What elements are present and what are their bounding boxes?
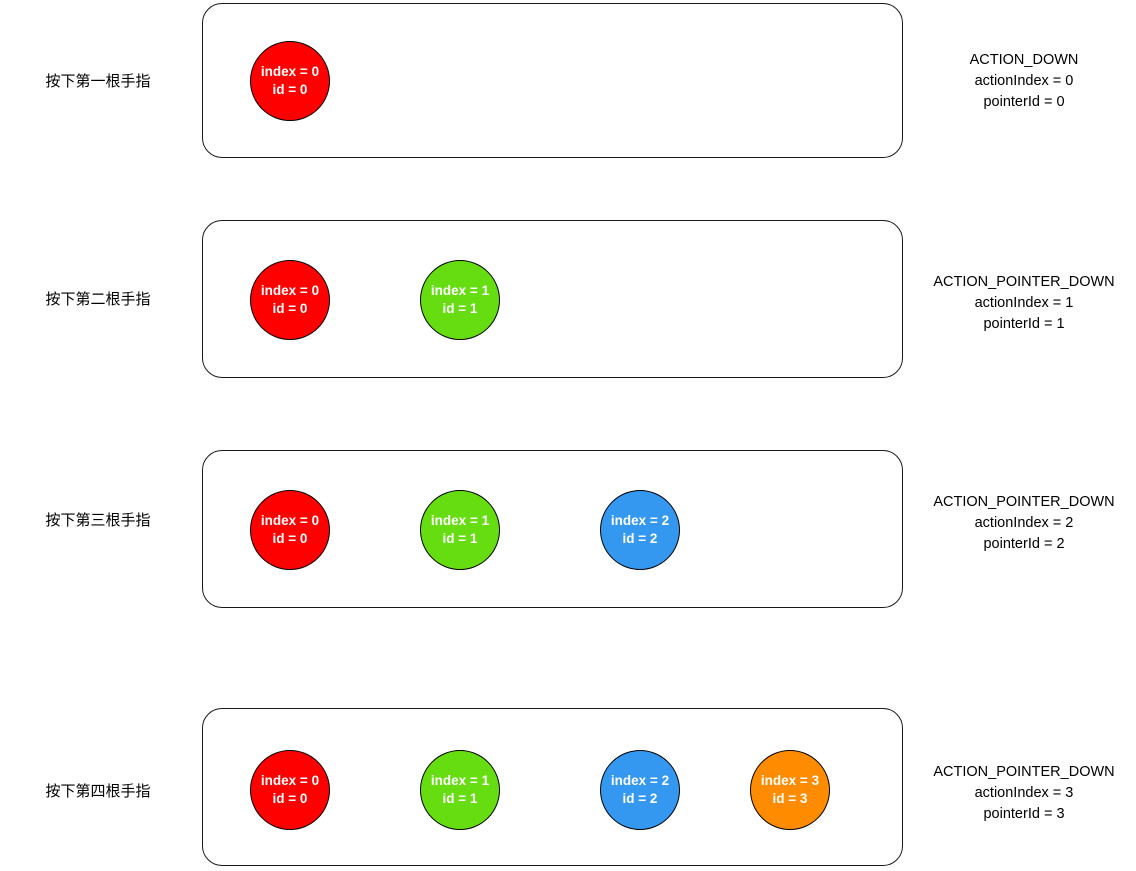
event-action-index: actionIndex = 0	[974, 73, 1074, 90]
pointer-index-label: index = 1	[430, 282, 490, 298]
event-action-name: ACTION_POINTER_DOWN	[933, 494, 1115, 510]
pointer-index-label: index = 0	[260, 772, 320, 788]
pointer-index-label: index = 3	[760, 772, 820, 788]
pointer-index-label: index = 0	[260, 63, 320, 79]
pointer-circle[interactable]: index = 0 id = 0	[250, 41, 330, 121]
pointer-circle[interactable]: index = 0 id = 0	[250, 490, 330, 570]
pointer-circle[interactable]: index = 1 id = 1	[420, 260, 500, 340]
pointer-id-label: id = 0	[272, 301, 308, 316]
pointer-id-label: id = 1	[442, 531, 478, 546]
event-action-name: ACTION_DOWN	[969, 52, 1079, 68]
row-caption: 按下第二根手指	[45, 291, 151, 308]
event-pointer-id: pointerId = 2	[983, 536, 1065, 553]
pointer-circle[interactable]: index = 2 id = 2	[600, 490, 680, 570]
event-annotation: ACTION_POINTER_DOWN actionIndex = 3 pointe…	[912, 762, 1136, 825]
pointer-index-label: index = 0	[260, 512, 320, 528]
event-annotation: ACTION_DOWN actionIndex = 0 pointerId = 0	[912, 50, 1136, 113]
row-caption: 按下第三根手指	[45, 512, 151, 529]
event-action-index: actionIndex = 2	[974, 515, 1074, 532]
pointer-circle[interactable]: index = 2 id = 2	[600, 750, 680, 830]
event-pointer-id: pointerId = 1	[983, 316, 1065, 333]
pointer-circle[interactable]: index = 1 id = 1	[420, 490, 500, 570]
event-annotation: ACTION_POINTER_DOWN actionIndex = 1 pointe…	[912, 272, 1136, 335]
pointer-id-label: id = 1	[442, 301, 478, 316]
pointer-id-label: id = 2	[622, 791, 658, 806]
pointer-index-label: index = 0	[260, 282, 320, 298]
event-pointer-id: pointerId = 0	[983, 94, 1065, 111]
pointer-id-label: id = 1	[442, 791, 478, 806]
pointer-id-label: id = 3	[772, 791, 808, 806]
row-caption: 按下第一根手指	[45, 73, 151, 90]
pointer-index-label: index = 1	[430, 772, 490, 788]
pointer-circle[interactable]: index = 1 id = 1	[420, 750, 500, 830]
pointer-id-label: id = 2	[622, 531, 658, 546]
pointer-index-label: index = 2	[610, 512, 670, 528]
event-action-index: actionIndex = 3	[974, 785, 1074, 802]
event-pointer-id: pointerId = 3	[983, 806, 1065, 823]
event-action-index: actionIndex = 1	[974, 295, 1074, 312]
row-caption: 按下第四根手指	[45, 783, 151, 800]
pointer-circle[interactable]: index = 0 id = 0	[250, 750, 330, 830]
pointer-index-label: index = 2	[610, 772, 670, 788]
pointer-circle[interactable]: index = 0 id = 0	[250, 260, 330, 340]
pointer-circle[interactable]: index = 3 id = 3	[750, 750, 830, 830]
pointer-id-label: id = 0	[272, 531, 308, 546]
pointer-id-label: id = 0	[272, 791, 308, 806]
event-action-name: ACTION_POINTER_DOWN	[933, 764, 1115, 780]
event-annotation: ACTION_POINTER_DOWN actionIndex = 2 pointe…	[912, 492, 1136, 555]
pointer-id-label: id = 0	[272, 82, 308, 97]
event-action-name: ACTION_POINTER_DOWN	[933, 274, 1115, 290]
pointer-index-label: index = 1	[430, 512, 490, 528]
